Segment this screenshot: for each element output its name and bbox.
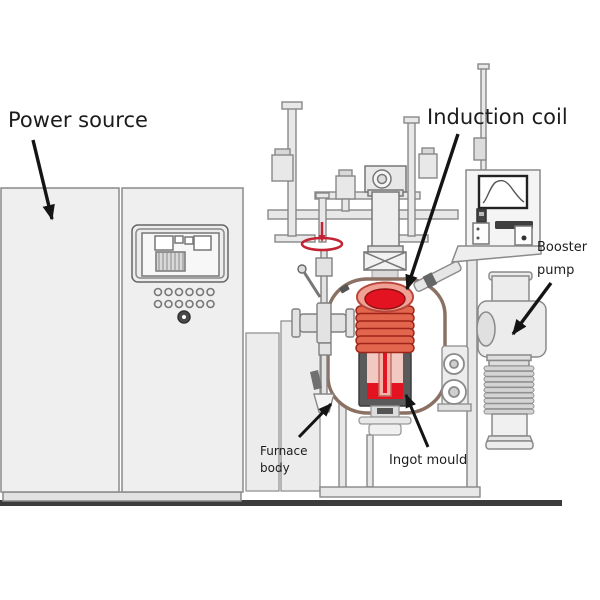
tilt-cylinder — [413, 261, 462, 292]
furnace-body-label-line1: Furnace — [260, 444, 308, 458]
pump-foot — [491, 413, 528, 437]
vacuum-station — [450, 169, 547, 493]
pump-ring — [488, 359, 530, 367]
furnace-body-label-line2: body — [260, 461, 290, 475]
drive-motor — [271, 148, 294, 182]
valve-flange — [291, 308, 301, 338]
furnace-body-arrow — [297, 402, 333, 439]
power-knob — [177, 310, 191, 324]
bottom-port — [358, 405, 412, 436]
booster-pump-label-line2: pump — [537, 263, 574, 278]
pump-bellows — [483, 365, 535, 415]
power-source-label: Power source — [8, 108, 148, 132]
rod-cap — [281, 101, 303, 110]
power-source-arrow — [31, 139, 55, 221]
support-beam — [267, 209, 459, 220]
induction-coil-rings — [355, 305, 415, 354]
pump-base — [485, 440, 534, 450]
indicator-arrowhead — [318, 235, 326, 242]
stand-shelf — [450, 245, 542, 263]
pedestal-box — [245, 332, 280, 492]
frame-mid-support — [366, 434, 374, 488]
frame-base — [319, 486, 481, 498]
valve-bracket — [310, 370, 322, 390]
pump-end-cap — [476, 311, 496, 347]
drive-motor — [418, 147, 438, 179]
actuator-unit — [363, 165, 407, 271]
gantry-frame — [267, 63, 490, 243]
cabinet-plinth — [2, 491, 242, 502]
panel-card — [514, 225, 533, 246]
hydraulic-cylinder — [371, 191, 400, 249]
booster-pump-arrow — [511, 281, 553, 336]
power-cabinet-left — [0, 187, 120, 493]
coil-ring — [355, 342, 415, 354]
x-brace — [363, 251, 407, 271]
rotation-indicator — [300, 222, 344, 252]
rod-cap — [315, 192, 330, 199]
power-source-cabinets — [0, 187, 244, 502]
vent-valve-assembly — [291, 249, 355, 413]
drive-motor — [335, 169, 356, 212]
booster-pump-unit — [476, 271, 547, 450]
pump-ring — [486, 354, 532, 362]
rim-bolt — [339, 284, 350, 294]
button-grid — [153, 287, 215, 309]
sight-port-plate — [437, 345, 472, 412]
control-panel — [131, 224, 229, 283]
striped-block — [155, 251, 186, 272]
valve-body — [316, 302, 332, 344]
crucible-melt — [364, 288, 406, 310]
rod-cap — [403, 116, 420, 124]
valve-cylinder — [315, 257, 333, 277]
valve-tee — [318, 342, 332, 356]
screen-curve — [482, 179, 525, 204]
lift-rod — [407, 119, 416, 237]
booster-pump-label-line1: Booster — [537, 240, 588, 255]
induction-coil-label: Induction coil — [427, 105, 568, 129]
pump-inlet-port — [491, 275, 530, 304]
pedestal-boxes — [245, 320, 321, 492]
lever-knob — [297, 264, 307, 274]
induction-coil-arrow — [405, 133, 460, 291]
annotations: Power source Induction coil Booster pump… — [8, 105, 588, 475]
panel-card — [472, 222, 490, 245]
ingot-mould-label: Ingot mould — [389, 453, 467, 468]
ingot-mould-arrow — [404, 393, 430, 448]
ground-line — [0, 500, 562, 506]
vessel-internals — [355, 281, 415, 407]
vacuum-control-cabinet — [450, 169, 542, 263]
pedestal-box — [280, 320, 321, 492]
valve-lever — [302, 271, 322, 298]
valve-flange — [345, 308, 355, 338]
